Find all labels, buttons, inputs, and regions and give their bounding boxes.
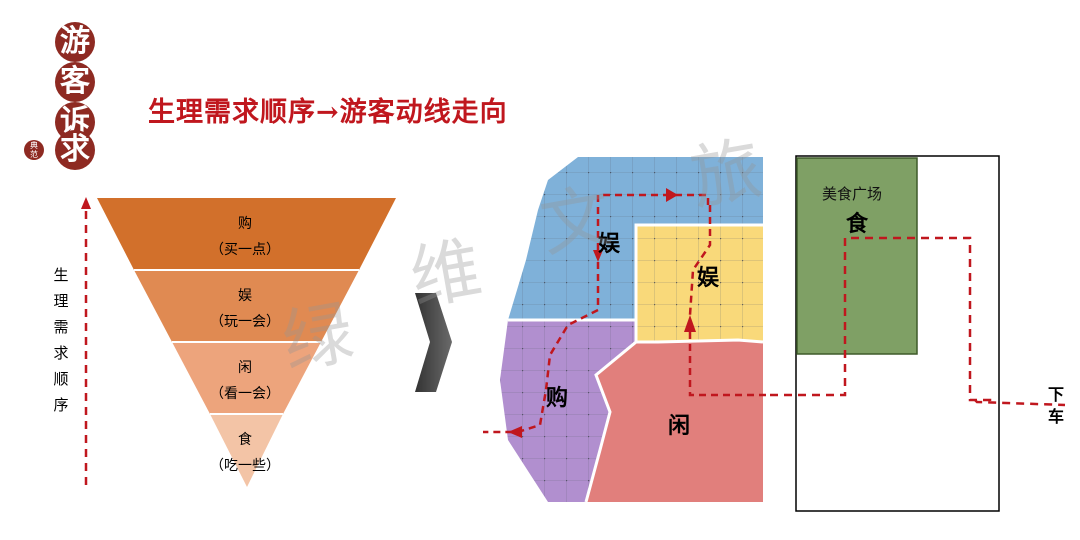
vlabel-char-6: 序 xyxy=(53,396,69,414)
priority-arrow xyxy=(81,197,91,485)
seal-char-2: 范 xyxy=(30,150,38,159)
exit-char-1: 下 xyxy=(1047,385,1064,404)
vlabel-char-2: 理 xyxy=(53,292,69,310)
tier-shop: 购 （买一点） xyxy=(185,211,305,263)
vlabel-char-5: 顺 xyxy=(53,370,69,388)
tier-food: 食 （吃一些） xyxy=(185,427,305,479)
zone-blue-label: 娱 xyxy=(598,231,621,257)
tier-play-shape xyxy=(134,270,359,342)
exit-char-2: 车 xyxy=(1047,407,1064,426)
food-court-label: 食 xyxy=(846,211,869,237)
vlabel-char-1: 生 xyxy=(53,266,69,284)
right-arrow-icon xyxy=(415,293,452,392)
seal-char-1: 典 xyxy=(30,141,38,150)
tier-shop-name: 购 xyxy=(238,216,252,232)
badge-char-1: 游 xyxy=(55,22,95,62)
zone-red-label: 闲 xyxy=(668,413,691,439)
tier-food-name: 食 xyxy=(238,432,252,448)
food-court-plan xyxy=(770,155,1066,512)
tier-food-shape xyxy=(210,414,283,487)
badge-char-4: 求 xyxy=(55,130,95,170)
badge-char-2: 客 xyxy=(55,62,95,102)
floor-plan-map xyxy=(483,157,770,503)
page-title: 生理需求顺序→游客动线走向 xyxy=(148,97,508,128)
exit-label: 下 车 xyxy=(1046,384,1066,428)
tier-shop-sub: （买一点） xyxy=(210,242,280,258)
needs-pyramid xyxy=(97,198,396,487)
seal-stamp: 典 范 xyxy=(24,140,44,160)
vlabel-char-3: 需 xyxy=(53,318,69,336)
vertical-label: 生 理 需 求 顺 序 xyxy=(48,262,74,418)
tier-shop-shape xyxy=(97,198,396,270)
vlabel-char-4: 求 xyxy=(53,344,69,362)
tier-play: 娱 （玩一会） xyxy=(185,283,305,335)
zone-red-leisure xyxy=(586,340,763,502)
zone-yellow-label: 娱 xyxy=(697,265,720,291)
food-court-zone xyxy=(796,157,918,355)
tier-leisure-shape xyxy=(172,342,321,414)
tier-leisure: 闲 （看一会） xyxy=(185,355,305,407)
tier-food-sub: （吃一些） xyxy=(210,458,280,474)
tier-leisure-name: 闲 xyxy=(238,360,252,376)
tier-play-sub: （玩一会） xyxy=(210,314,280,330)
food-court-title: 美食广场 xyxy=(822,185,883,203)
zone-purple-label: 购 xyxy=(546,385,569,411)
tier-leisure-sub: （看一会） xyxy=(210,386,280,402)
tier-play-name: 娱 xyxy=(238,288,252,304)
